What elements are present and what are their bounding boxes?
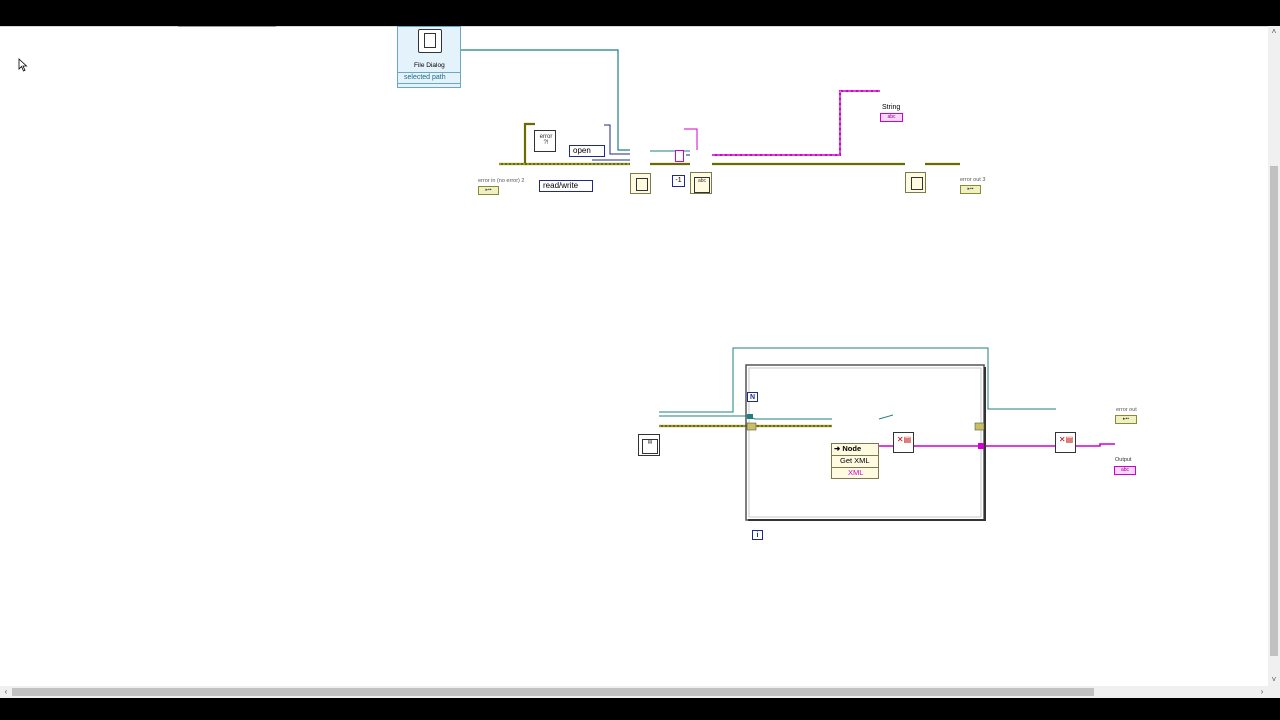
- xml-document-icon: ▤: [642, 439, 658, 454]
- xml-ref-wire-outer: [659, 347, 1056, 413]
- property-node-class: ➜ Node: [834, 445, 861, 453]
- path-wire: [461, 49, 630, 151]
- access-mode-ring[interactable]: read/write: [539, 180, 593, 192]
- for-loop-count-terminal[interactable]: N: [747, 392, 758, 402]
- vertical-scrollbar[interactable]: ˄ ˅: [1268, 26, 1280, 686]
- file-dialog-icon: [418, 29, 442, 53]
- arrow-right-icon: ➜: [834, 444, 843, 453]
- load-xml-node[interactable]: ▤: [638, 434, 660, 456]
- close-file-icon: [911, 177, 923, 190]
- scroll-left-arrow[interactable]: ‹: [4, 687, 8, 696]
- error-out-3-indicator[interactable]: ▸▪▪: [960, 185, 981, 194]
- close-reference-icon: ✕▤: [896, 435, 912, 444]
- error-out-label: error out: [1116, 407, 1137, 413]
- open-file-node[interactable]: [630, 173, 651, 194]
- file-dialog-express-vi[interactable]: File Dialog selected path: [397, 26, 461, 88]
- loop-tunnel-right-err: [974, 422, 985, 431]
- error-icon: error?!: [539, 134, 553, 146]
- open-enum-wire: [604, 124, 630, 155]
- loop-tunnel-right-str: [978, 443, 984, 449]
- string-wire: [712, 90, 880, 156]
- simple-error-handler-node[interactable]: error?!: [534, 130, 556, 152]
- string-indicator[interactable]: abc: [880, 113, 903, 122]
- property-node-class-label: Node: [842, 444, 862, 453]
- error-out-3-label: error out 3: [960, 177, 986, 183]
- output-indicator[interactable]: abc: [1114, 466, 1136, 475]
- open-mode-ring[interactable]: open: [569, 145, 605, 157]
- error-in-label: error in (no error) 2: [478, 178, 525, 184]
- string-indicator-label: String: [882, 104, 901, 111]
- horizontal-scroll-thumb[interactable]: [12, 688, 1094, 696]
- for-loop-frame: [745, 364, 986, 521]
- error-in-control[interactable]: ▸▪▪: [478, 186, 499, 195]
- close-file-node[interactable]: [905, 172, 926, 193]
- property-get-xml[interactable]: Get XML: [840, 456, 870, 465]
- block-diagram-canvas[interactable]: [0, 26, 1280, 698]
- mouse-cursor-icon: [18, 58, 28, 72]
- pink-const-wire: [684, 128, 698, 150]
- for-loop-iteration-terminal[interactable]: i: [752, 530, 763, 540]
- wire-layer: [461, 49, 1115, 521]
- xml-property-node[interactable]: ➜ Node Get XML XML: [831, 443, 879, 479]
- pink-bool-constant[interactable]: [675, 150, 684, 162]
- horizontal-scrollbar[interactable]: ‹ ›: [0, 686, 1268, 698]
- canvas-top-border: [0, 26, 1268, 27]
- xml-string-wire: [879, 443, 1115, 447]
- read-file-icon: abc: [694, 177, 710, 193]
- read-text-file-node[interactable]: abc: [690, 172, 712, 194]
- file-dialog-output-terminal[interactable]: selected path: [404, 74, 446, 81]
- scroll-up-arrow[interactable]: ˄: [1271, 27, 1277, 36]
- property-output-xml: XML: [848, 468, 864, 477]
- scroll-down-arrow[interactable]: ˅: [1271, 675, 1277, 684]
- file-dialog-title: File Dialog: [414, 62, 445, 69]
- output-label: Output: [1115, 457, 1132, 463]
- error-out-indicator[interactable]: ▸▪▪: [1115, 415, 1137, 424]
- close-reference-icon-2: ✕▤: [1058, 435, 1074, 444]
- loop-tunnel-left-ref: [747, 414, 753, 419]
- error-wire-top: [499, 122, 960, 166]
- close-reference-node-outer[interactable]: ✕▤: [1055, 432, 1076, 453]
- vertical-scroll-thumb[interactable]: [1270, 166, 1278, 656]
- scroll-right-arrow[interactable]: ›: [1260, 687, 1264, 696]
- canvas-tab-marker: [178, 26, 276, 27]
- loop-tunnel-left-err: [746, 422, 757, 431]
- file-open-icon: [636, 178, 648, 191]
- close-reference-node-inner[interactable]: ✕▤: [893, 432, 914, 453]
- count-constant[interactable]: -1: [672, 175, 685, 187]
